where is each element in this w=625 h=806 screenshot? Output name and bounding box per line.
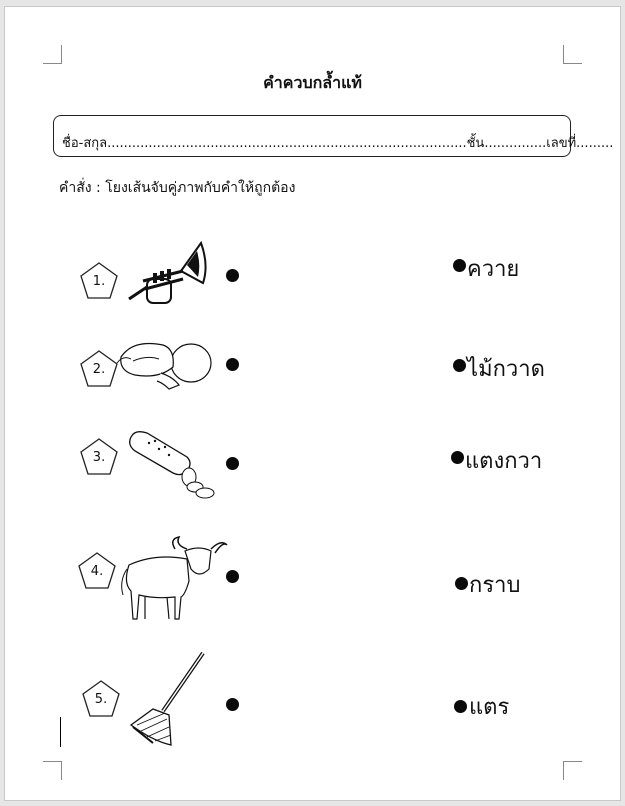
right-connect-dot[interactable] [453,259,466,272]
buffalo-icon [121,535,228,620]
text-cursor [60,717,61,747]
trumpet-icon [128,240,207,304]
item-number-badge: 5. [81,679,121,719]
margin-mark-bottom-right [563,761,582,780]
item-number-badge: 4. [77,551,117,591]
right-connect-dot[interactable] [451,451,464,464]
item-number-badge: 3. [79,437,119,477]
match-word: ไม้กวาด [467,357,545,382]
item-number: 2. [92,362,106,377]
left-connect-dot[interactable] [226,358,239,371]
right-connect-dot[interactable] [455,577,468,590]
match-word: ควาย [467,257,520,282]
right-connect-dot[interactable] [453,359,466,372]
margin-mark-bottom-left [43,761,62,780]
right-connect-dot[interactable] [454,700,467,713]
item-number: 3. [92,450,106,465]
match-word: กราบ [469,573,521,598]
worksheet-page: คำควบกล้ำแท้ ชื่อ-สกุล..................… [4,6,621,801]
match-word: แตร [469,695,510,720]
crawling-baby-icon [116,342,212,390]
item-number: 4. [90,564,104,579]
item-number-badge: 1. [79,261,119,301]
margin-mark-top-right [563,45,582,64]
student-info-line: ชื่อ-สกุล...............................… [62,136,614,151]
left-connect-dot[interactable] [226,570,239,583]
worksheet-title: คำควบกล้ำแท้ [263,73,362,92]
match-word: แตงกวา [465,449,543,474]
item-number: 1. [92,274,106,289]
item-number: 5. [94,692,108,707]
student-info-box: ชื่อ-สกุล...............................… [53,115,613,157]
left-connect-dot[interactable] [226,269,239,282]
left-connect-dot[interactable] [226,698,239,711]
cucumber-icon [129,431,215,499]
left-connect-dot[interactable] [226,457,239,470]
broom-icon [129,651,205,746]
item-number-badge: 2. [79,349,119,389]
instruction-text: คำสั่ง : โยงเส้นจับคู่ภาพกับคำให้ถูกต้อง [59,180,296,196]
margin-mark-top-left [43,45,62,64]
